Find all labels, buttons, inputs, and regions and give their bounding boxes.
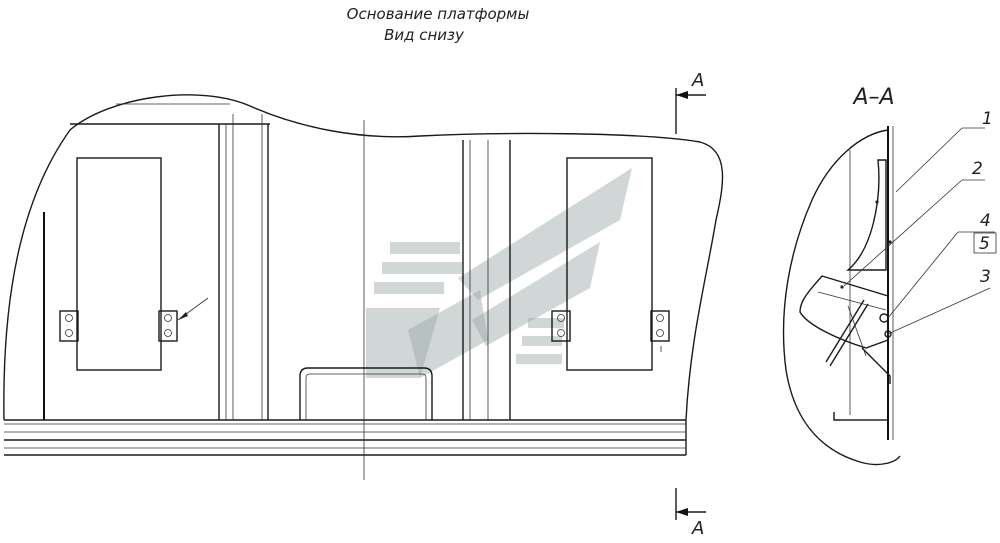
callout-2: 2 — [972, 159, 983, 179]
watermark-logo — [366, 168, 632, 378]
callout-1: 1 — [982, 109, 993, 129]
section-marker-bottom: А — [675, 488, 706, 539]
main-view — [3, 94, 724, 480]
section-letter-bottom: А — [691, 518, 704, 539]
title-line-2: Вид снизу — [384, 26, 465, 44]
section-view: А–А 1 2 4 5 — [782, 85, 997, 466]
callout-3: 3 — [980, 267, 991, 287]
section-marker-top: А — [675, 70, 706, 134]
callout-5-frame — [973, 232, 997, 254]
section-letter-top: А — [691, 70, 704, 91]
section-view-label: А–А — [851, 85, 894, 110]
callout-4: 4 — [980, 211, 991, 231]
callout-5: 5 — [979, 234, 990, 254]
title-line-1: Основание платформы — [347, 5, 530, 23]
